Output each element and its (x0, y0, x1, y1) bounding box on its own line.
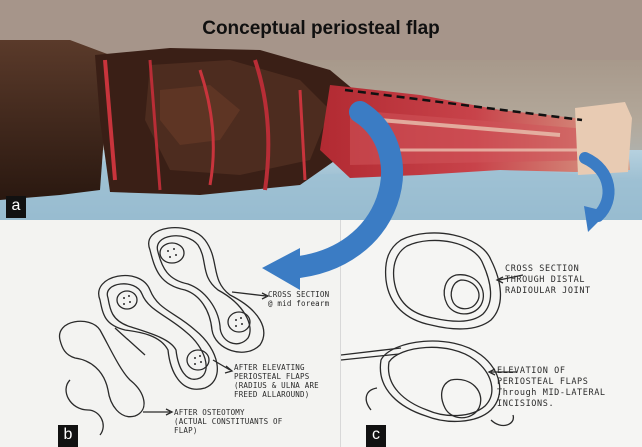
note-line: @ mid forearm (268, 299, 329, 308)
note-line: RADIOULAR JOINT (505, 286, 591, 297)
note-line: (ACTUAL CONSTITUANTS OF (174, 417, 282, 426)
panel-c-drawing (341, 220, 642, 447)
note-cross-section-distal: CROSS SECTION THROUGH DISTAL RADIOULAR J… (505, 264, 591, 297)
note-line: PERIOSTEAL FLAPS (234, 372, 319, 381)
figure-title: Conceptual periosteal flap (0, 18, 642, 40)
note-line: THROUGH DISTAL (505, 275, 591, 286)
note-line: CROSS SECTION (505, 264, 591, 275)
note-line: ELEVATION OF (497, 366, 606, 377)
note-line: Through MID-LATERAL (497, 388, 606, 399)
note-line: FLAP) (174, 426, 282, 435)
panel-c-sketch: CROSS SECTION THROUGH DISTAL RADIOULAR J… (340, 220, 642, 447)
panel-label-b: b (58, 425, 78, 447)
panel-label-a: a (6, 196, 26, 218)
note-line: AFTER ELEVATING (234, 363, 319, 372)
clinical-photo: Conceptual periosteal flap (0, 0, 642, 220)
panel-b-drawing (0, 220, 340, 447)
note-line: (RADIUS & ULNA ARE (234, 381, 319, 390)
note-line: INCISIONS. (497, 399, 606, 410)
note-line: FREED ALLAROUND) (234, 390, 319, 399)
note-line: AFTER OSTEOTOMY (174, 408, 282, 417)
note-after-elevating: AFTER ELEVATING PERIOSTEAL FLAPS (RADIUS… (234, 363, 319, 399)
note-cross-section-mid-forearm: CROSS SECTION @ mid forearm (268, 290, 329, 308)
panel-label-c: c (366, 425, 386, 447)
note-after-osteotomy: AFTER OSTEOTOMY (ACTUAL CONSTITUANTS OF … (174, 408, 282, 435)
panel-b-sketch: CROSS SECTION @ mid forearm AFTER ELEVAT… (0, 220, 340, 447)
note-line: CROSS SECTION (268, 290, 329, 299)
note-elevation-periosteal-flaps: ELEVATION OF PERIOSTEAL FLAPS Through MI… (497, 366, 606, 410)
note-line: PERIOSTEAL FLAPS (497, 377, 606, 388)
